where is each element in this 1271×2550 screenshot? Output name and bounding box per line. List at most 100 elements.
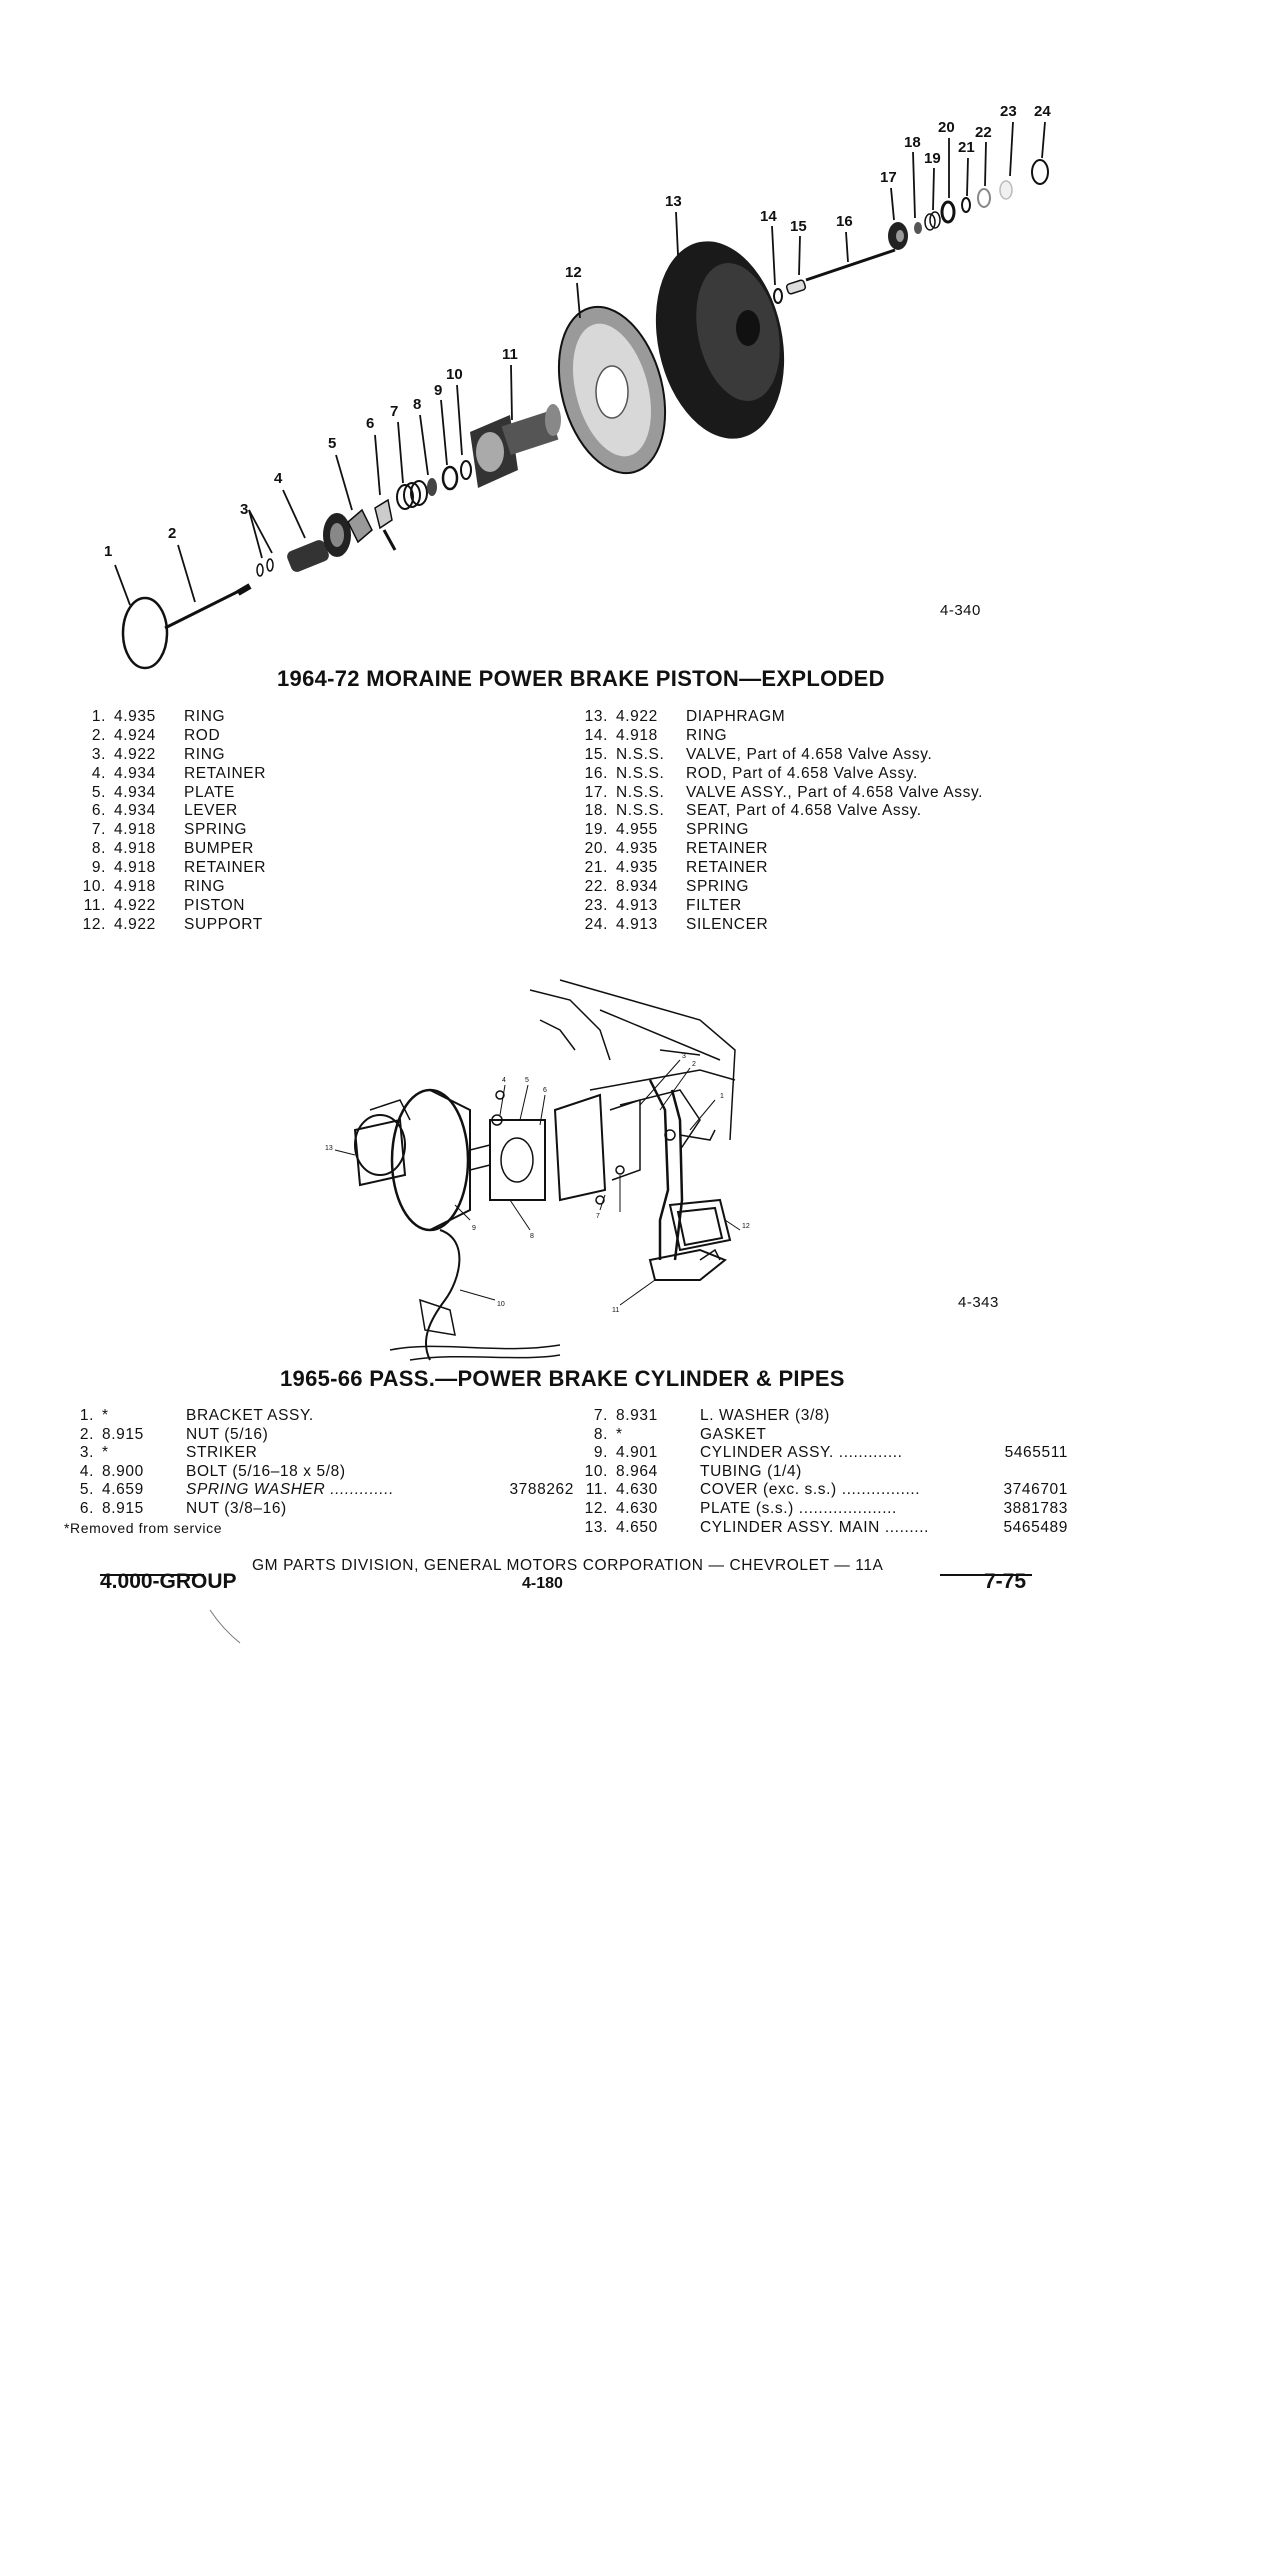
figure2-number: 4-343 (958, 1294, 999, 1311)
callout-3: 3 (682, 1053, 686, 1060)
callout-12: 12 (742, 1223, 750, 1230)
part-filter-23 (999, 180, 1013, 200)
callout-8: 8 (413, 396, 421, 413)
callout-16: 16 (836, 213, 853, 230)
callout-12: 12 (565, 264, 582, 281)
part-ring-3a (256, 563, 264, 577)
part-ring-1 (121, 596, 169, 670)
callout-5: 5 (525, 1077, 529, 1084)
power-brake-cylinder-illustration: 1 2 3 4 5 6 7 8 9 10 11 12 13 (325, 979, 750, 1361)
part-spring-7 (396, 480, 428, 510)
figure1-title: 1964-72 MORAINE POWER BRAKE PISTON—EXPLO… (277, 666, 885, 691)
callout-2: 2 (168, 525, 176, 542)
part-ring-10 (460, 460, 472, 480)
part-spring-19 (924, 211, 941, 231)
part-row: 15.N.S.S.VALVE, Part of 4.658 Valve Assy… (584, 745, 933, 763)
callout-17: 17 (880, 169, 897, 186)
callout-15: 15 (790, 218, 807, 235)
footnote: *Removed from service (64, 1519, 223, 1536)
part-seat-18 (914, 222, 922, 234)
part-row: 3.*STRIKER (79, 1444, 258, 1462)
part-rod-2 (164, 586, 246, 630)
callout-5: 5 (328, 435, 336, 452)
part-bumper-8 (427, 478, 437, 496)
footer-page: 4-180 (522, 1575, 563, 1592)
callout-10: 10 (497, 1301, 505, 1308)
part-row: 8.*GASKET (593, 1425, 767, 1443)
callout-10: 10 (446, 366, 463, 383)
callout-11: 11 (612, 1307, 619, 1314)
callout-7: 7 (390, 403, 398, 420)
exploded-piston-illustration: 1 2 3 4 5 6 7 8 9 10 11 12 13 14 15 16 1… (104, 103, 1051, 670)
part-diaphragm-13 (655, 241, 785, 439)
part-support-12 (557, 305, 667, 475)
footer-rule-right (940, 1574, 1032, 1576)
part-ring-3b (266, 558, 274, 572)
part-spring-22 (977, 188, 991, 208)
part-retainer-21 (961, 197, 971, 213)
callout-20: 20 (938, 119, 955, 136)
part-silencer-24 (1031, 159, 1049, 185)
part-ring-14 (773, 288, 783, 304)
callout-13: 13 (665, 193, 682, 210)
part-lever-6 (374, 498, 393, 530)
callout-2: 2 (692, 1061, 696, 1068)
callout-9: 9 (472, 1225, 476, 1232)
callout-22: 22 (975, 124, 992, 141)
footer-division-line: GM PARTS DIVISION, GENERAL MOTORS CORPOR… (252, 1557, 884, 1574)
callout-1: 1 (720, 1093, 724, 1100)
part-plate-5 (347, 508, 373, 544)
callout-13: 13 (325, 1145, 333, 1152)
callout-1: 1 (104, 543, 112, 560)
callout-4: 4 (274, 470, 283, 487)
part-retainer-4 (287, 513, 351, 572)
callout-11: 11 (502, 346, 518, 363)
callout-14: 14 (760, 208, 777, 225)
callout-24: 24 (1034, 103, 1051, 120)
leader-lines (114, 121, 1046, 606)
part-retainer-9 (441, 465, 459, 491)
callout-7: 7 (596, 1213, 600, 1220)
callout-21: 21 (958, 139, 975, 156)
callout-numbers-fig2: 1 2 3 4 5 6 7 8 9 10 11 12 13 (325, 1053, 750, 1314)
footer-date: 7-75 (984, 1570, 1027, 1593)
part-row: 1.*BRACKET ASSY. (79, 1407, 314, 1424)
part-piston-11 (470, 404, 561, 488)
figure2-title: 1965-66 PASS.—POWER BRAKE CYLINDER & PIP… (280, 1366, 845, 1391)
scan-mark (209, 1609, 241, 1644)
part-retainer-20 (940, 200, 956, 224)
callout-9: 9 (434, 382, 442, 399)
callout-numbers: 1 2 3 4 5 6 7 8 9 10 11 12 13 14 15 16 1… (104, 103, 1051, 560)
callout-4: 4 (502, 1077, 506, 1084)
callout-8: 8 (530, 1233, 534, 1240)
part-row: 18.N.S.S.SEAT, Part of 4.658 Valve Assy. (584, 802, 922, 820)
